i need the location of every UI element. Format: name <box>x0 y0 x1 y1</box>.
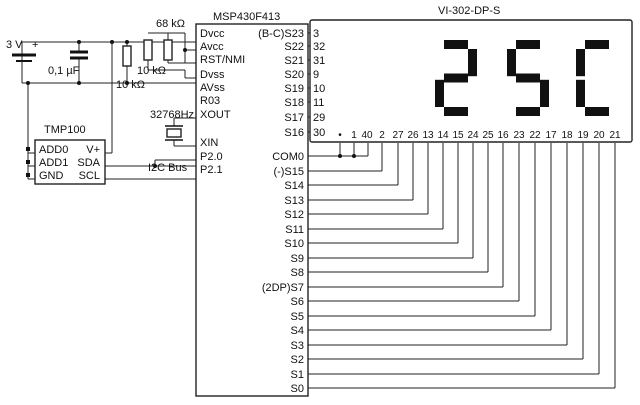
tmp100-pin-left: GND <box>39 170 64 182</box>
msp430-pin-right: (2DP)S7 <box>262 282 304 294</box>
msp430-pin-right: (-)S15 <box>273 166 304 178</box>
capacitor: 0,1 µF <box>48 50 88 77</box>
msp430-pin-left: RST/NMI <box>200 54 245 66</box>
msp430-pin-left: P2.0 <box>200 151 223 163</box>
lcd-pin-bottom: 15 <box>452 130 464 141</box>
msp430-pin-right: S4 <box>291 325 304 337</box>
tmp100-pin-left: ADD1 <box>39 157 68 169</box>
lcd-pin-bottom: 25 <box>482 130 494 141</box>
crystal: 32768Hz <box>150 109 194 141</box>
msp430-pin-right: S13 <box>284 195 304 207</box>
msp430-pin-right: S11 <box>285 224 304 236</box>
msp430-pin-right: S5 <box>291 311 304 323</box>
lcd-pin-bottom: 24 <box>467 130 479 141</box>
lcd-pin-left: 3 <box>313 28 319 40</box>
msp430-title: MSP430F413 <box>213 11 280 23</box>
msp430-pin-right: S8 <box>291 267 304 279</box>
tmp100-title: TMP100 <box>44 124 86 136</box>
msp430-pin-right: S0 <box>291 383 304 395</box>
lcd-pin-bottom: 27 <box>392 130 404 141</box>
lcd-pin-bottom: 18 <box>561 130 573 141</box>
msp430-pin-left: Dvss <box>200 69 225 81</box>
msp430-pin-right: S6 <box>291 296 304 308</box>
battery-voltage-label: 3 V <box>6 39 23 51</box>
lcd-seven-segment-readout <box>435 40 609 116</box>
msp430-pin-left: XOUT <box>200 109 231 121</box>
resistor-r3 <box>122 45 132 67</box>
lcd-pin-bottom: 22 <box>529 130 541 141</box>
lcd-pin-bottom: 26 <box>407 130 419 141</box>
lcd-pin-bottom: 2 <box>379 130 385 141</box>
msp430-pin-left: P2.1 <box>200 164 223 176</box>
msp430-pin-left: Avcc <box>200 41 224 53</box>
crystal-label: 32768Hz <box>150 109 194 121</box>
lcd-pin-bottom: 13 <box>422 130 434 141</box>
lcd-pin-left: 32 <box>313 41 325 53</box>
lcd-pin-bottom: 40 <box>361 130 373 141</box>
lcd-pin-left: 29 <box>313 112 325 124</box>
tmp100-pin-right: SDA <box>77 157 100 169</box>
battery: 3 V + <box>6 39 38 83</box>
lcd-pin-left: 10 <box>313 83 325 95</box>
lcd-pin-bottom: 17 <box>545 130 557 141</box>
battery-plus-label: + <box>32 39 38 51</box>
capacitor-label: 0,1 µF <box>48 65 80 77</box>
msp430-pin-right: S2 <box>291 354 304 366</box>
msp430-pin-right: S16 <box>284 127 304 139</box>
msp430-pin-right: (B-C)S23 <box>258 28 304 40</box>
tmp100-pin-right: V+ <box>86 144 100 156</box>
msp430-pin-right: S12 <box>284 209 304 221</box>
msp430-pin-left: Dvcc <box>200 28 225 40</box>
resistor-r2-label: 10 kΩ <box>137 65 166 77</box>
msp430-pin-right: S3 <box>291 340 304 352</box>
msp430-pin-right: S10 <box>284 238 304 250</box>
lcd-pin-bottom: • <box>338 130 342 141</box>
msp430-pin-left: AVss <box>200 82 225 94</box>
lcd-pin-left: 11 <box>313 97 324 109</box>
msp430-pin-right: COM0 <box>272 151 304 163</box>
msp430-pin-right: S19 <box>284 83 304 95</box>
msp430-pin-right: S18 <box>284 97 304 109</box>
resistor-r2 <box>143 39 153 61</box>
tmp100-pin-right: SCL <box>79 170 100 182</box>
lcd-pin-bottom: 21 <box>609 130 621 141</box>
msp430-pin-left: XIN <box>200 137 218 149</box>
lcd-pin-bottom: 23 <box>513 130 525 141</box>
lcd-pin-left: 30 <box>313 127 325 139</box>
lcd-pin-bottom: 16 <box>497 130 509 141</box>
resistor-r1-label: 68 kΩ <box>156 18 185 30</box>
msp430-pin-right: S22 <box>284 41 304 53</box>
lcd-pin-left: 31 <box>313 55 325 67</box>
lcd-pin-bottom: 14 <box>437 130 449 141</box>
msp430-pin-left: R03 <box>200 95 220 107</box>
lcd-pin-bottom: 1 <box>351 130 357 141</box>
lcd-pin-bottom: 20 <box>593 130 605 141</box>
msp430-pin-right: S20 <box>284 69 304 81</box>
msp430-pin-right: S14 <box>284 180 304 192</box>
msp430-pin-right: S1 <box>291 369 304 381</box>
tmp100-pin-left: ADD0 <box>39 144 68 156</box>
resistor-r3-label: 10 kΩ <box>116 79 145 91</box>
resistor-r1 <box>163 39 173 61</box>
lcd-title: VI-302-DP-S <box>438 5 500 17</box>
msp430-pin-right: S17 <box>284 112 304 124</box>
msp430-pin-right: S9 <box>291 253 304 265</box>
lcd-pin-left: 9 <box>313 69 319 81</box>
i2c-bus-label: I2C Bus <box>148 162 188 174</box>
lcd-pin-bottom: 19 <box>577 130 589 141</box>
msp430-pin-right: S21 <box>284 55 304 67</box>
